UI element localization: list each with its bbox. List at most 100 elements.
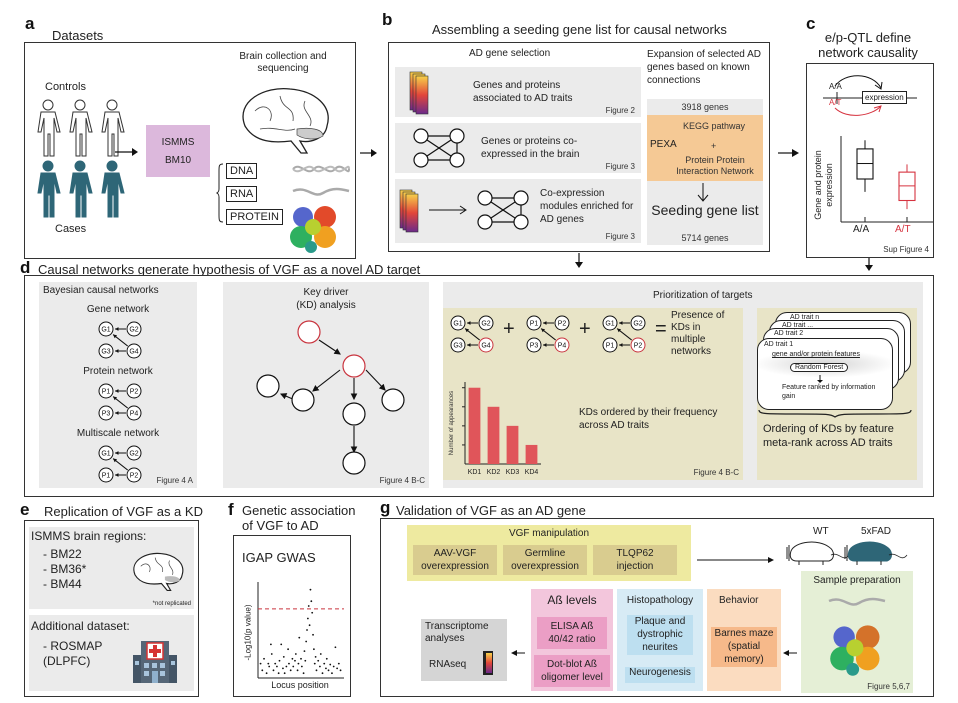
arrow-a-to-b-icon [360,149,377,157]
node-label: P3 [102,411,111,418]
arrow-to-mice-icon [697,557,774,563]
network-node [630,337,646,353]
panel-g-label: g [380,498,391,517]
gwas-point [313,662,316,665]
arrowhead-icon [115,349,119,353]
trait-name: AD trait 1 [764,341,794,348]
figure-ref: Sup Figure 4 [883,245,929,254]
omics-rna: RNA [226,186,258,202]
node-label: G1 [453,321,462,328]
panel-d-label: d [20,258,31,277]
gwas-point [319,665,321,668]
seeding-title: Seeding gene list [651,202,759,218]
gwas-point [276,665,278,668]
bar-xtick-label: KD2 [487,469,501,476]
network-node [126,467,142,483]
expansion-box: 3918 genes KEGG pathway PEXA + Protein P… [647,99,763,245]
prioritization-title: Prioritization of targets [653,290,753,301]
gwas-point [282,667,284,670]
panel-f-label: f [228,500,234,519]
gwas-point [265,672,268,675]
qtl-schematic [823,75,917,116]
arrowhead-icon [467,343,471,347]
behavior-box: Behavior Barnes maze (spatial memory) [707,589,781,691]
cases-figures-icon [37,160,125,218]
hospital-icon [133,641,177,683]
region-item: - BM44 [43,577,82,591]
gwas-point [270,643,272,646]
selection-row-2-text: Genes or proteins co-expressed in the br… [481,136,580,160]
arrowhead-icon [115,451,119,455]
panel-f-title-line1: Genetic association [242,503,356,518]
bar-kd4 [525,444,538,464]
sample-prep-label: Sample preparation [813,575,901,586]
gwas-point [319,653,322,655]
plus-sign: + [711,141,717,151]
gwas-point [332,665,335,668]
gwas-point [277,672,280,675]
panel-d-frame: Bayesian causal networks Gene network G1… [24,275,934,497]
cohort-box: ISMMS BM10 [146,125,210,177]
gwas-point [263,657,265,660]
boxplot-xtick-ref: A/A [853,224,870,235]
gwas-point [267,662,270,665]
network-node [602,337,618,353]
arrowhead-icon [541,328,546,333]
gwas-point [300,665,303,668]
arrowhead-icon [467,321,471,325]
node-label: G4 [481,343,490,350]
arrow-b-to-c-icon [778,149,799,157]
bar-xtick-label: KD3 [506,469,520,476]
mouse-wt-label: WT [813,526,829,537]
behavior-header: Behavior [719,595,759,606]
down-arrow-icon [697,183,709,202]
features-label: gene and/or protein features [772,351,860,358]
random-forest-box: AD trait n AD trait ... AD trait 2 AD tr… [757,308,917,480]
brace-icon [758,409,912,418]
panel-e-label: e [20,500,30,519]
gwas-point [272,669,275,672]
network-node [126,405,142,421]
additional-dataset-box: Additional dataset: - ROSMAP (DLPFC) [29,615,194,691]
gwas-point [309,588,312,591]
protein-network-label: Protein network [83,366,153,377]
gwas-point [294,659,296,662]
network-node [98,467,114,483]
gwas-point [329,663,332,666]
gwas-point [280,643,283,646]
gwas-point [304,659,307,662]
gene-count-out: 5714 genes [681,233,729,243]
node-label: G1 [605,321,614,328]
gwas-point [313,648,315,651]
gwas-point [303,650,306,653]
protein-structure-icon [830,625,880,676]
arrowhead-icon [619,343,623,347]
protein-structure-icon [290,206,336,253]
mouse-5xfad-label: 5xFAD [861,526,892,537]
gwas-point [291,657,294,660]
kd-title-line2: (KD) analysis [296,300,356,311]
node-label: G2 [633,321,642,328]
figure-ref: Figure 4 A [156,476,193,485]
panel-a-frame: Controls Cases ISMMS BM10 Brain collecti… [24,42,356,259]
abeta-header: Aß levels [547,593,597,607]
network-node [526,337,542,353]
kd-title: Key driver(KD) analysis [223,286,429,312]
figure-ref: Figure 3 [605,232,635,241]
manipulation-line: overexpression [511,561,579,572]
boxplot-ylabel: Gene and protein expression [813,150,834,220]
network-icon [477,190,529,230]
multiscale-network-label: Multiscale network [76,428,160,439]
ordering-text: Ordering of KDs by feature meta-rank acr… [763,423,894,449]
node-label: P1 [102,473,111,480]
panel-g-title: Validation of VGF as an AD gene [396,503,586,518]
panel-c-title: e/p-QTL define network causality [818,30,918,60]
node-label: P2 [130,473,139,480]
heatmap-stack-icon [409,71,429,115]
panel-d-title: Causal networks generate hypothesis of V… [38,262,421,277]
network-node [98,445,114,461]
node [342,402,366,426]
